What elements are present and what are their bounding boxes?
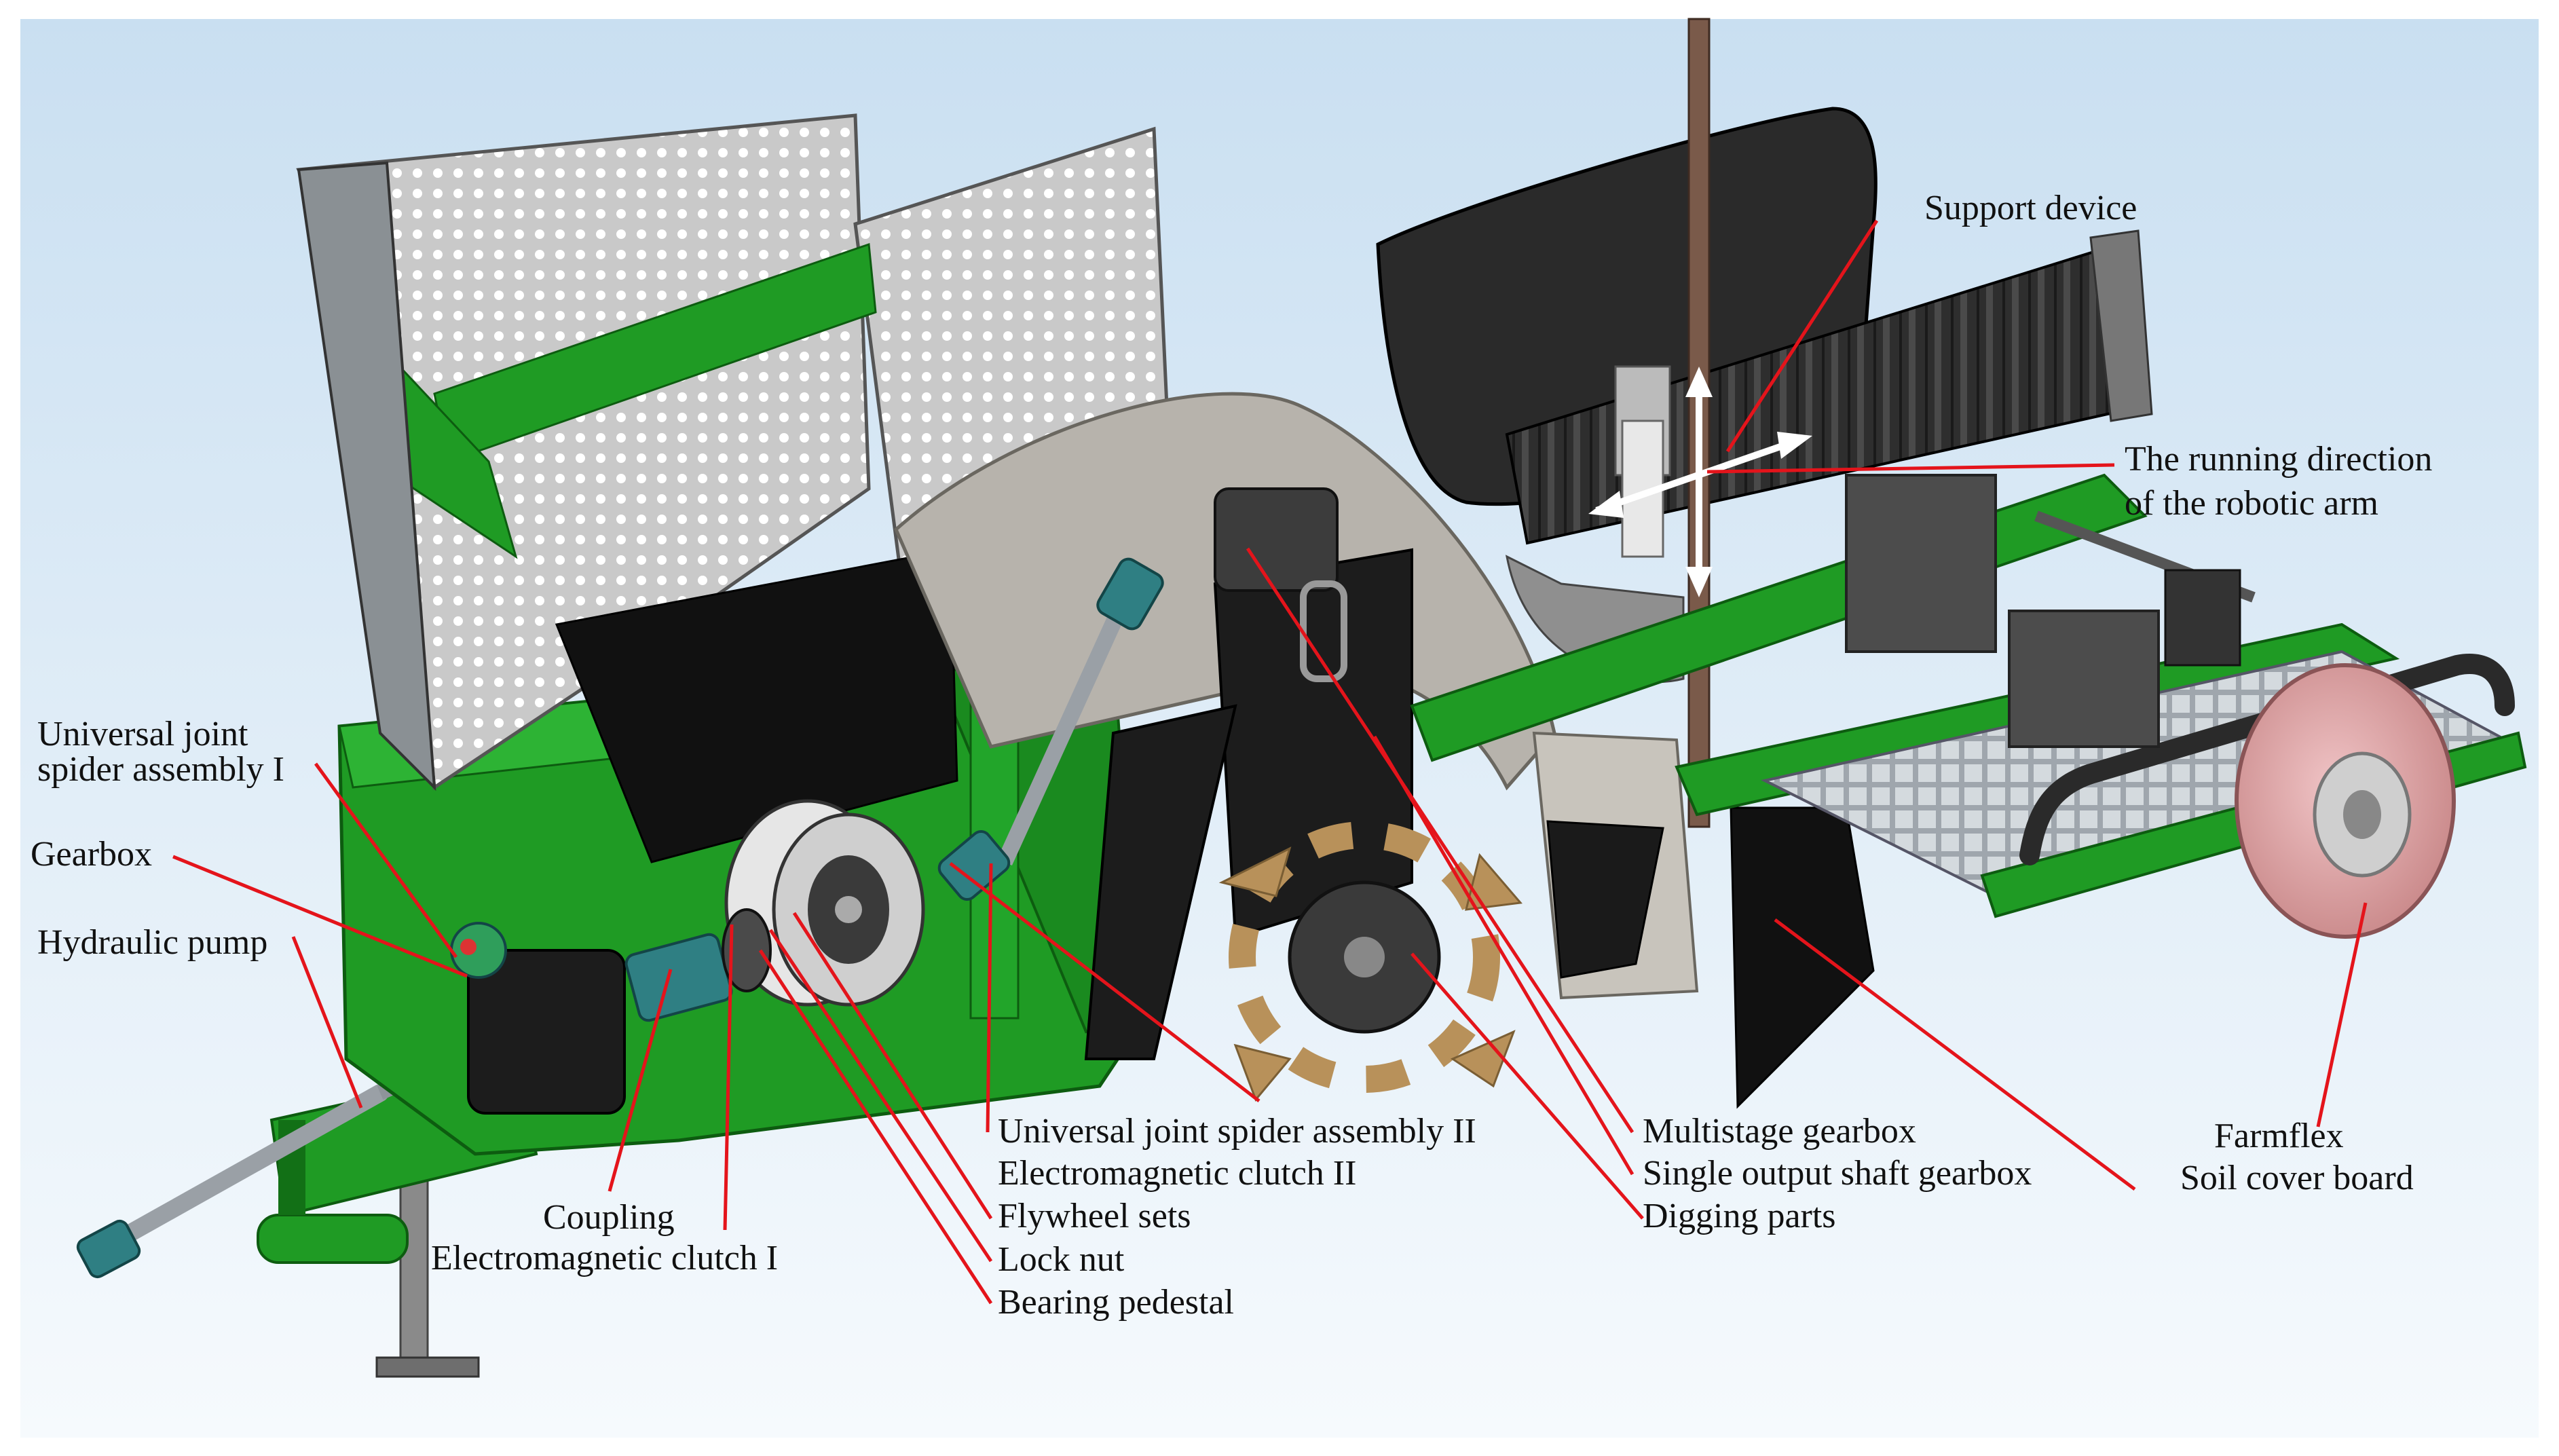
label-lock-nut: Lock nut <box>998 1240 1125 1279</box>
label-bearing-pedestal: Bearing pedestal <box>998 1283 1234 1322</box>
robotic-arm <box>1376 107 2153 684</box>
leader-digging <box>1411 952 1644 1220</box>
label-ujs1-line2: spider assembly I <box>37 750 284 789</box>
label-running-direction-2: of the robotic arm <box>2125 484 2378 523</box>
label-hydraulic-pump: Hydraulic pump <box>37 923 267 962</box>
leader-support-device <box>1725 219 1879 453</box>
label-multistage-gearbox: Multistage gearbox <box>1643 1112 1916 1151</box>
label-single-output-gearbox: Single output shaft gearbox <box>1643 1154 2032 1193</box>
tyre <box>2235 663 2456 939</box>
gearbox-pump <box>450 908 772 1115</box>
leader-single-output <box>1372 735 1635 1176</box>
label-farmflex: Farmflex <box>2214 1117 2344 1155</box>
leader-hydraulic-pump <box>291 936 363 1108</box>
label-digging-parts: Digging parts <box>1643 1197 1836 1235</box>
leader-coupling <box>608 969 673 1192</box>
leader-ujs2 <box>949 862 1260 1102</box>
leader-lock-nut <box>768 929 993 1263</box>
motion-arrows <box>1588 367 1812 597</box>
leader-multistage <box>1246 547 1635 1134</box>
leader-em-clutch-2 <box>986 863 993 1133</box>
label-gearbox: Gearbox <box>31 835 152 874</box>
label-ujs2: Universal joint spider assembly II <box>998 1112 1476 1151</box>
labels: Support device The running direction of … <box>31 189 2432 1322</box>
label-soil-cover-board: Soil cover board <box>2180 1159 2414 1197</box>
leader-flywheel <box>792 912 993 1220</box>
digging-rotor <box>1218 821 1523 1102</box>
upper-shaft <box>937 557 1164 901</box>
label-coupling: Coupling <box>543 1198 675 1237</box>
label-ujs1-line1: Universal joint <box>37 715 248 753</box>
gearbox-column <box>1084 487 1413 1060</box>
label-support-device: Support device <box>1924 189 2137 227</box>
label-em-clutch-1: Electromagnetic clutch I <box>431 1239 778 1277</box>
leader-em-clutch-1 <box>723 924 734 1231</box>
label-running-direction-1: The running direction <box>2125 440 2432 479</box>
leader-gearbox <box>172 855 468 978</box>
label-em-clutch-2: Electromagnetic clutch II <box>998 1154 1356 1193</box>
label-flywheel-sets: Flywheel sets <box>998 1197 1191 1235</box>
leader-soil-cover <box>2316 902 2368 1127</box>
leader-bearing <box>758 949 993 1305</box>
hopper-panels <box>296 113 1170 863</box>
leader-lines <box>172 219 2368 1305</box>
leader-farmflex <box>1774 918 2136 1191</box>
machine-illustration <box>76 18 2527 1378</box>
soil-plates <box>1546 806 1875 1109</box>
leader-running-direction <box>1706 463 2115 474</box>
leader-ujs1 <box>314 762 458 958</box>
